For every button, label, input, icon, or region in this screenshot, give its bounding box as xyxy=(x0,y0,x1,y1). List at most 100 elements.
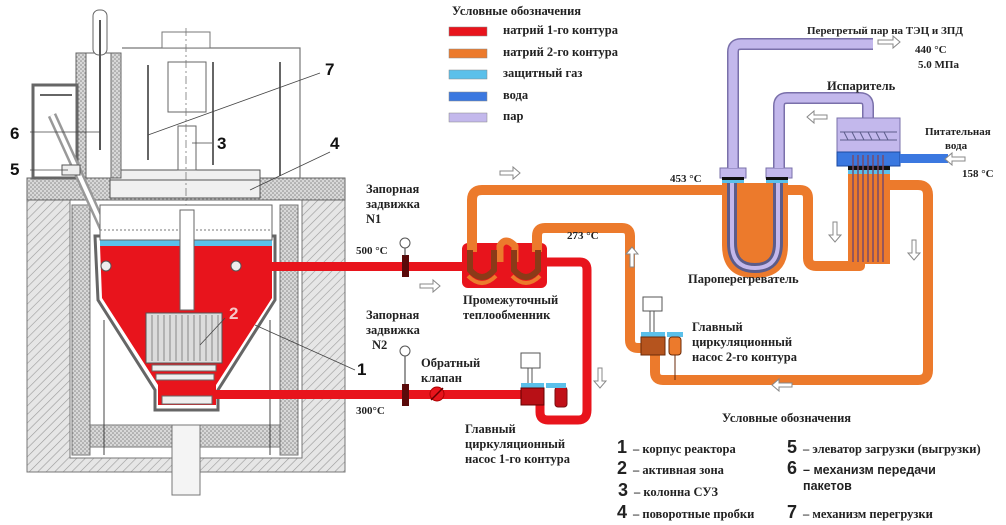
temp-cold-leg: 300°C xyxy=(356,405,385,417)
reactor-label-7: 7 xyxy=(325,60,335,79)
legend-text: – колонна СУЗ xyxy=(634,485,719,499)
arrow-left-icon xyxy=(771,377,793,393)
legend-label-water: вода xyxy=(503,88,529,102)
legend-label-sodium1: натрий 1-го контура xyxy=(503,23,618,37)
ihx-outlet-pipe xyxy=(530,257,592,425)
valve1-label-line2: задвижка xyxy=(366,197,420,211)
feedwater-pipe xyxy=(900,154,948,163)
evaporator-label: Испаритель xyxy=(827,79,896,93)
valve2-label-line1: Запорная xyxy=(366,308,420,322)
pump1-label-line3: насос 1-го контура xyxy=(465,452,570,466)
reactor-label-5: 5 xyxy=(10,160,20,179)
superheater xyxy=(719,167,793,278)
pump2-label-line2: циркуляционный xyxy=(692,335,793,349)
valve1-label-line3: N1 xyxy=(366,212,382,226)
legend-text: – поворотные пробки xyxy=(633,507,755,521)
ihx-label-line1: Промежуточный xyxy=(463,293,559,307)
secondary-pump-body xyxy=(640,336,666,356)
ihx-label-line2: теплообменник xyxy=(463,308,551,322)
legend-num: 6 xyxy=(787,458,798,478)
control-column xyxy=(177,125,197,171)
pump2-label-line3: насос 2-го контура xyxy=(692,350,797,364)
legend-text: – элеватор загрузки (выгрузки) xyxy=(803,442,981,456)
primary-pump-body xyxy=(520,387,545,406)
swatch-sodium2 xyxy=(448,48,488,59)
arrow-up-icon xyxy=(624,246,640,268)
evaporator xyxy=(836,117,948,264)
arrow-left-icon xyxy=(944,151,966,167)
inner-wall-left xyxy=(71,204,91,456)
reactor-label-1: 1 xyxy=(357,360,367,379)
feedwater-temp: 158 °C xyxy=(962,168,994,180)
legend-num: 7 xyxy=(787,502,798,522)
legend-text: – механизм перегрузки xyxy=(803,507,933,521)
secondary-hot-pipe xyxy=(467,185,730,252)
valve1-label-line1: Запорная xyxy=(366,182,420,196)
pump2-return xyxy=(650,180,933,385)
reactor-label-3: 3 xyxy=(217,134,227,153)
pump2-label-line1: Главный xyxy=(692,320,743,334)
hot-leg-pipe xyxy=(272,262,472,271)
reactor-building xyxy=(26,9,356,496)
arrow-left-icon xyxy=(806,109,828,125)
legend-text: – корпус реактора xyxy=(633,442,736,456)
bottom-legend-title: Условные обозначения xyxy=(722,411,852,425)
feedwater-label-line1: Питательная xyxy=(925,126,991,138)
shutoff-valve-1 xyxy=(402,255,409,277)
reactor-label-2: 2 xyxy=(229,304,239,323)
temp-superheater-inlet: 453 °C xyxy=(670,173,702,185)
control-column-drive xyxy=(167,61,207,113)
inner-wall-right xyxy=(279,204,299,456)
legend-num: 5 xyxy=(787,437,798,457)
arrow-right-icon xyxy=(419,278,441,294)
pump1-label-line2: циркуляционный xyxy=(465,437,566,451)
legend-label-gas: защитный газ xyxy=(503,66,583,80)
steam-pressure: 5.0 МПа xyxy=(918,59,959,71)
valve2-label-line3: N2 xyxy=(372,338,388,352)
reactor-label-4: 4 xyxy=(330,134,340,153)
steam-temp: 440 °C xyxy=(915,44,947,56)
legend-item-1: 1 – корпус реактора xyxy=(617,437,736,458)
valve2-label-line2: задвижка xyxy=(366,323,420,337)
top-legend-swatches xyxy=(448,26,488,123)
pump1-label-line1: Главный xyxy=(465,422,516,436)
legend-num: 1 xyxy=(617,437,628,457)
legend-num: 2 xyxy=(617,458,628,478)
legend-item-7: 7 – механизм перегрузки xyxy=(787,502,933,523)
steam-piping-fill xyxy=(728,39,873,168)
check-valve-label-line1: Обратный xyxy=(421,356,481,370)
secondary-pump-motor xyxy=(642,296,663,312)
bottom-plug xyxy=(171,424,201,496)
shutoff-valve-2 xyxy=(402,384,409,406)
legend-item-3: 3 – колонна СУЗ xyxy=(618,480,718,501)
active-core xyxy=(145,312,223,364)
check-valve-label-line2: клапан xyxy=(421,371,462,385)
legend-label-steam: пар xyxy=(503,109,524,123)
primary-pump-motor xyxy=(520,352,541,369)
arrow-right-icon xyxy=(499,165,521,181)
secondary-cold-pipe xyxy=(532,223,648,353)
legend-text: – активная зона xyxy=(633,463,724,477)
swatch-water xyxy=(448,91,488,102)
legend-item-5: 5 – элеватор загрузки (выгрузки) xyxy=(787,437,981,458)
superheater-label: Пароперегреватель xyxy=(688,272,799,286)
arrow-down-icon xyxy=(592,367,608,389)
secondary-loop xyxy=(467,180,933,385)
temp-ihx-outlet: 273 °C xyxy=(567,230,599,242)
arrow-right-icon xyxy=(877,34,901,50)
swatch-steam xyxy=(448,112,488,123)
top-legend-title: Условные обозначения xyxy=(452,4,582,18)
swatch-gas xyxy=(448,69,488,80)
arrow-down-icon xyxy=(827,221,843,243)
legend-num: 4 xyxy=(617,502,628,522)
rotating-plug xyxy=(109,169,261,199)
feedwater-label-line2: вода xyxy=(945,140,968,152)
legend-item-2: 2 – активная зона xyxy=(617,458,724,479)
secondary-pump xyxy=(640,296,683,380)
legend-item-6: 6 – механизм передачи пакетов xyxy=(787,458,977,494)
steam-out-label: Перегретый пар на ТЭЦ и ЗПД xyxy=(807,25,963,37)
cold-leg-pipe xyxy=(216,390,524,399)
flow-arrows xyxy=(419,34,966,393)
primary-loop xyxy=(216,237,592,425)
